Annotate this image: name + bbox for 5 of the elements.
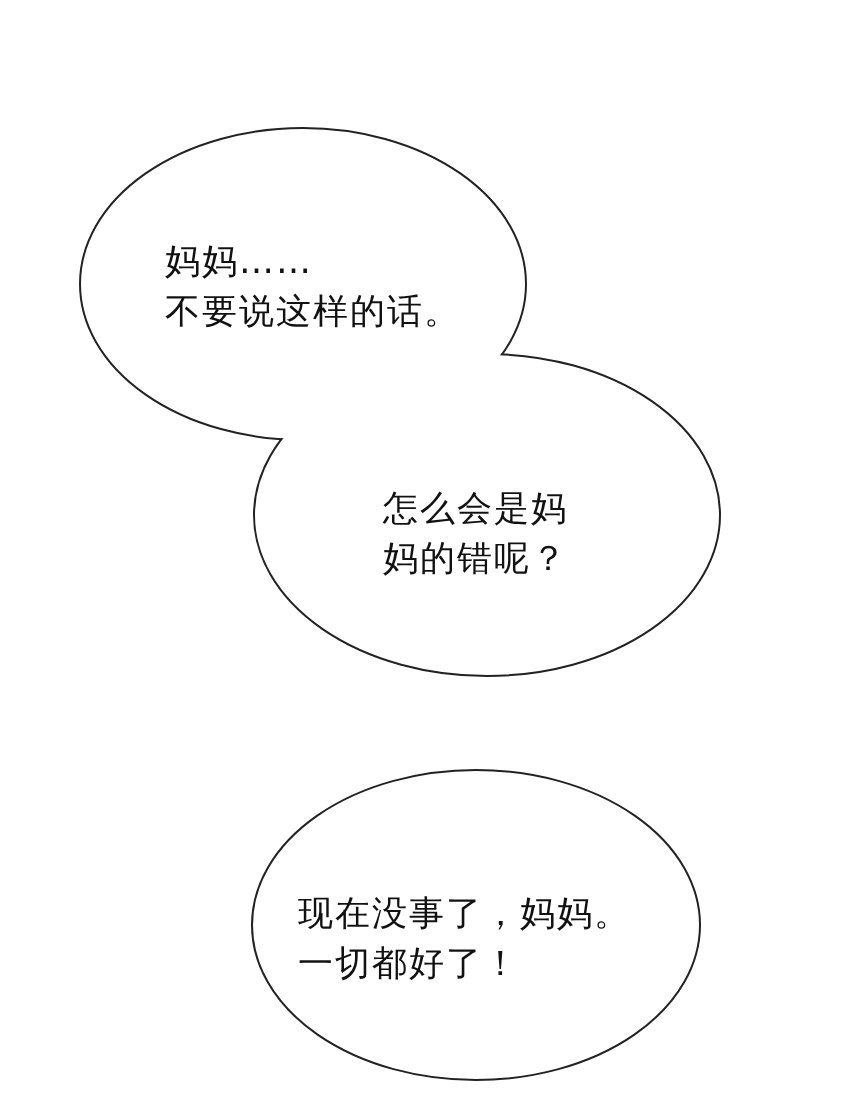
speech-text: 不要说这样的话。 bbox=[165, 290, 461, 333]
speech-text: 妈妈…… bbox=[165, 240, 314, 283]
speech-text: 怎么会是妈妈的错呢？ bbox=[383, 487, 569, 580]
speech-text: 一切都好了！ bbox=[298, 942, 521, 985]
speech-text: 现在没事了，妈妈。 bbox=[298, 892, 631, 935]
